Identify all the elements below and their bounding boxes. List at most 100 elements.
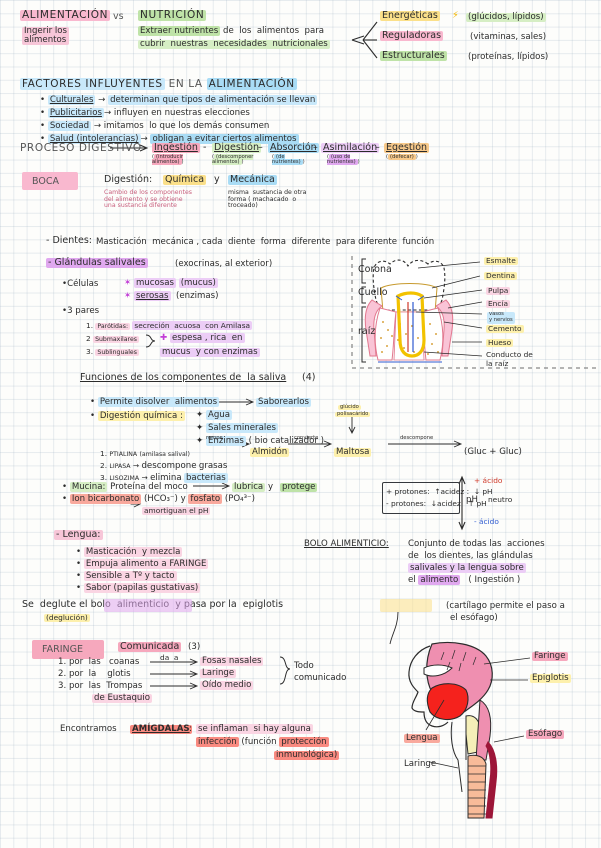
proceso-step-0-sub-text: (introducir alimentos) <box>152 154 184 166</box>
celulas-label-text: Células <box>67 279 99 289</box>
celula-detail-0: (mucus) <box>178 278 218 288</box>
tooth-left-label-0: Corona <box>358 264 392 275</box>
faringe-row-1-via: por la glotis <box>68 669 131 679</box>
mucina-line: • Mucina: Proteína del moco <box>62 482 188 492</box>
factor-key-1: Publicitarios <box>47 108 104 118</box>
factor-item-3: • Salud (intolerancias)→ obligan a evita… <box>40 134 299 144</box>
celula-name-0: mucosas <box>133 278 176 288</box>
amigdalas-lead: Encontramos <box>60 724 117 734</box>
factor-text-2: imitamos lo que los demás consumen <box>103 121 270 131</box>
enzima-item-1: 2. LIPASA → descompone grasas <box>100 461 227 471</box>
nutricion-def-highlight: Extraer nutrientes <box>138 26 221 36</box>
faringe-row-2-cont: de Eustaquio <box>92 693 153 704</box>
chain-op2: convierte <box>294 435 319 441</box>
bicarbonato-formula-a: (HCO₃⁻) <box>143 494 178 504</box>
dientes-text: Masticación mecánica , cada diente forma… <box>96 237 435 247</box>
saliva-component-1-text: Sales minerales <box>205 423 278 433</box>
proceso-step-1: Digestión <box>212 142 261 153</box>
par-item-0: 1. Parótidas: secreción acuosa con Amila… <box>86 321 253 331</box>
proceso-dash-4: – <box>375 142 380 153</box>
saliva-title: Funciones de los componentes de la saliv… <box>80 373 286 383</box>
tooth-left-label-2: raíz <box>358 326 376 337</box>
enzima-name-2: LISOZIMA <box>109 475 140 482</box>
tooth-right-label-1: Dentina <box>484 271 518 280</box>
ph-bottom-label: - ácido <box>474 517 499 526</box>
celula-item-0: ✶ mucosas (mucus) <box>124 278 218 288</box>
saliva-component-1: ✦ Sales minerales <box>196 423 278 433</box>
saliva-title-text: Funciones de los componentes de la saliv… <box>80 372 287 383</box>
factor-key-2: Sociedad <box>47 121 92 131</box>
par-name-1: Submaxilares <box>93 336 139 343</box>
heading-factores-b: EN LA <box>164 78 207 90</box>
ph-axis-label: pH <box>466 495 478 505</box>
proceso-step-1-sub-text: (descomponer alimentos) <box>212 154 254 166</box>
saliva-digestion-quimica-text: Digestión química : <box>97 411 185 421</box>
enzima-target-2: bacterias <box>183 473 228 483</box>
branch-label-0: Energéticas <box>380 10 440 21</box>
saliva-enzimas-header: ✦ Enzimas ( bio catalizador ) <box>196 436 324 446</box>
par-num-0: 1. <box>86 321 94 330</box>
faringe-row-0-via: por las coanas <box>68 657 140 667</box>
pares-note-a-text: espesa , rica en <box>169 333 245 343</box>
bicarbonato-formula-b: (PO₄³⁻) <box>224 494 255 504</box>
alimentacion-def-line1: Ingerir los alimentos <box>22 26 70 46</box>
faringe-count: (3) <box>188 642 201 652</box>
faringe-note-a: Todo <box>294 661 314 671</box>
heading-alimentacion: ALIMENTACIÓN <box>20 9 111 22</box>
factor-text-1: influyen en nuestras elecciones <box>113 108 250 118</box>
tooth-left-label-1: Cuello <box>358 287 388 298</box>
pares-label: •3 pares <box>62 306 100 316</box>
tooth-right-label-7: Conducto de la raíz <box>486 350 533 368</box>
anatomia-label-lengua: Lengua <box>404 733 440 744</box>
bolo-text-l2-text: de los dientes, las glándulas <box>408 551 533 561</box>
par-item-2: 3. Sublinguales <box>86 348 139 357</box>
amigdalas-tag: AMÍGDALAS <box>130 724 192 735</box>
proceso-step-2: Absorción <box>268 142 319 153</box>
deglucion-paren-b: el esófago) <box>450 613 498 623</box>
boca-quimica-def: Cambio de los componentes del alimento y… <box>104 189 192 209</box>
pares-note-b: mucus y con enzimas <box>160 347 260 358</box>
lengua-item-3: • Sabor (papilas gustativas) <box>76 583 201 593</box>
faringe-row-1-dest: Laringe <box>200 668 237 679</box>
factor-text-0: determinan que tipos de alimentación se … <box>108 95 318 105</box>
branch-detail-2: (proteínas, lípidos) <box>468 52 549 62</box>
enzima-paren-0: (amilasa salival) <box>139 451 190 458</box>
chain-annot-l2: polisacárido <box>335 411 371 418</box>
bicarbonato-label-b: fosfato <box>188 494 223 504</box>
boca-tag-bg <box>22 172 78 190</box>
proceso-step-2-sub: ((de nutrientes)) <box>272 154 305 166</box>
factor-item-2: • Sociedad → imitamos lo que los demás c… <box>40 121 270 131</box>
pares-note-a: ✚ espesa , rica en <box>160 333 245 343</box>
amigdalas-text-l2b: (función <box>238 737 280 747</box>
amigdalas-text-l2: infección (función protección <box>196 737 329 747</box>
bicarbonato-line: • Ion bicarbonato (HCO₃⁻) y fosfato (PO₄… <box>62 494 255 504</box>
par-num-1: 2 <box>86 334 91 343</box>
amigdalas-text-l2c: protección <box>279 737 329 747</box>
saliva-bullet-0: • Permite disolver alimentos <box>90 397 220 407</box>
lightning-icon: ⚡ <box>452 10 459 21</box>
factor-item-0: • Culturales → determinan que tipos de a… <box>40 95 318 105</box>
nutricion-def-rest: de los alimentos para <box>220 26 325 36</box>
deglucion-sub: (deglución) <box>44 613 90 622</box>
tooth-right-label-4: vasos y nervios <box>487 311 515 324</box>
proceso-step-3-sub-text: (uso de nutrientes) <box>327 154 358 166</box>
factor-text-3: obligan a evitar ciertos alimentos <box>150 134 299 144</box>
anatomia-label-laringe: Laringe <box>404 759 437 769</box>
proceso-dash-2: – <box>258 142 263 153</box>
saliva-component-0: ✦ Agua <box>196 410 232 420</box>
celulas-label: •Células <box>62 279 99 289</box>
ph-box <box>382 482 460 514</box>
bolo-text-l4a: el <box>408 575 419 585</box>
saliva-enzimas-paren: ( bio catalizador ) <box>248 436 324 446</box>
faringe-row-0: 1. por las coanas <box>58 657 140 667</box>
ph-top-label: + ácido <box>474 476 503 485</box>
proceso-step-3-sub: ((uso de nutrientes)) <box>327 154 360 166</box>
factor-arrow-0: → <box>98 95 106 105</box>
saliva-bullet-0-result: Saborearlos <box>256 397 311 408</box>
mucina-result-a: lubrica <box>232 482 266 493</box>
heading-factores-c: ALIMENTACIÓN <box>206 78 297 90</box>
factor-key-0: Culturales <box>47 95 96 105</box>
anatomia-label-epiglotis: Epiglotis <box>530 673 571 684</box>
bolo-text-l4b: alimento <box>418 575 461 585</box>
